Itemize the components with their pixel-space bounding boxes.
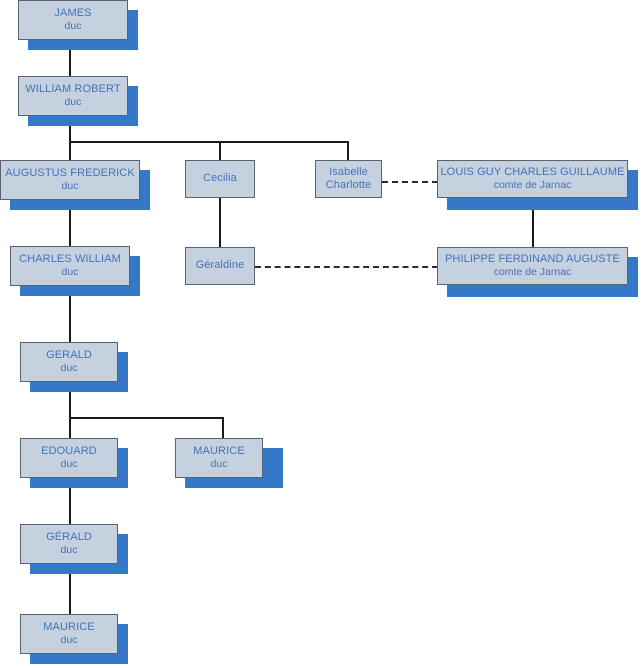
person-node-gerald-duc[interactable]: GERALD duc [20,342,118,382]
person-title: duc [210,458,228,471]
person-name: AUGUSTUS FREDERICK [5,166,135,179]
connector-cecilia-to-geraldine [219,198,221,248]
person-node-maurice-last[interactable]: MAURICE duc [20,614,118,654]
person-node-philippe-ferdinand-auguste[interactable]: PHILIPPE FERDINAND AUGUSTE comte de Jarn… [437,247,628,285]
person-title: duc [61,180,79,193]
person-node-charles-william[interactable]: CHARLES WILLIAM duc [10,246,130,286]
marriage-link-geraldine-philippe [255,266,438,268]
person-node-isabelle-charlotte[interactable]: Isabelle Charlotte [315,160,382,198]
person-node-augustus-frederick[interactable]: AUGUSTUS FREDERICK duc [0,160,140,200]
person-name: MAURICE [43,620,95,633]
person-name: EDOUARD [41,444,97,457]
connector-gerald1-trunk [69,382,71,418]
person-node-maurice-sibling[interactable]: MAURICE duc [175,438,263,478]
person-node-gerald-accent[interactable]: GÉRALD duc [20,524,118,564]
connector-james-to-william [69,40,71,76]
person-title: duc [60,458,78,471]
connector-bar-to-cecilia [219,141,221,161]
connector-william-trunk [69,116,71,142]
connector-bar-to-maurice1 [222,417,224,439]
person-title: comte de Jarnac [493,179,572,192]
person-node-william-robert[interactable]: WILLIAM ROBERT duc [18,76,128,116]
person-name: MAURICE [193,444,245,457]
person-name-second-line: Charlotte [325,179,372,191]
person-name: WILLIAM ROBERT [25,82,121,95]
connector-bar-to-edouard [69,417,71,439]
person-name: Isabelle [329,165,368,178]
connector-gerald2-to-maurice2 [69,564,71,615]
person-node-geraldine[interactable]: Géraldine [185,247,255,285]
person-title: duc [60,634,78,647]
connector-bar-to-isabelle [347,141,349,161]
connector-augustus-to-charles [69,198,71,247]
marriage-link-isabelle-louis [382,181,438,183]
connector-louis-to-philippe [532,198,534,248]
connector-bar-to-augustus [69,141,71,161]
person-title: duc [60,544,78,557]
person-name: JAMES [54,6,92,19]
person-name: CHARLES WILLIAM [19,252,121,265]
person-title: duc [61,266,79,279]
person-title: duc [60,362,78,375]
person-title: duc [64,96,82,109]
sibling-bar-generation-3 [69,141,349,143]
person-name: GERALD [46,348,92,361]
person-title: comte de Jarnac [493,266,572,279]
person-name: PHILIPPE FERDINAND AUGUSTE [445,252,620,265]
connector-edouard-to-gerald2 [69,478,71,525]
person-name: GÉRALD [46,530,92,543]
connector-charles-to-gerald1 [69,286,71,343]
person-name: Géraldine [195,259,245,272]
person-node-louis-guy-charles-guillaume[interactable]: LOUIS GUY CHARLES GUILLAUME comte de Jar… [437,160,628,198]
person-node-james[interactable]: JAMES duc [18,0,128,40]
sibling-bar-generation-6 [69,417,224,419]
person-name: Cecilia [203,172,237,185]
person-node-edouard[interactable]: EDOUARD duc [20,438,118,478]
person-title: duc [64,20,82,33]
person-node-cecilia[interactable]: Cecilia [185,160,255,198]
person-name: LOUIS GUY CHARLES GUILLAUME [440,165,625,178]
